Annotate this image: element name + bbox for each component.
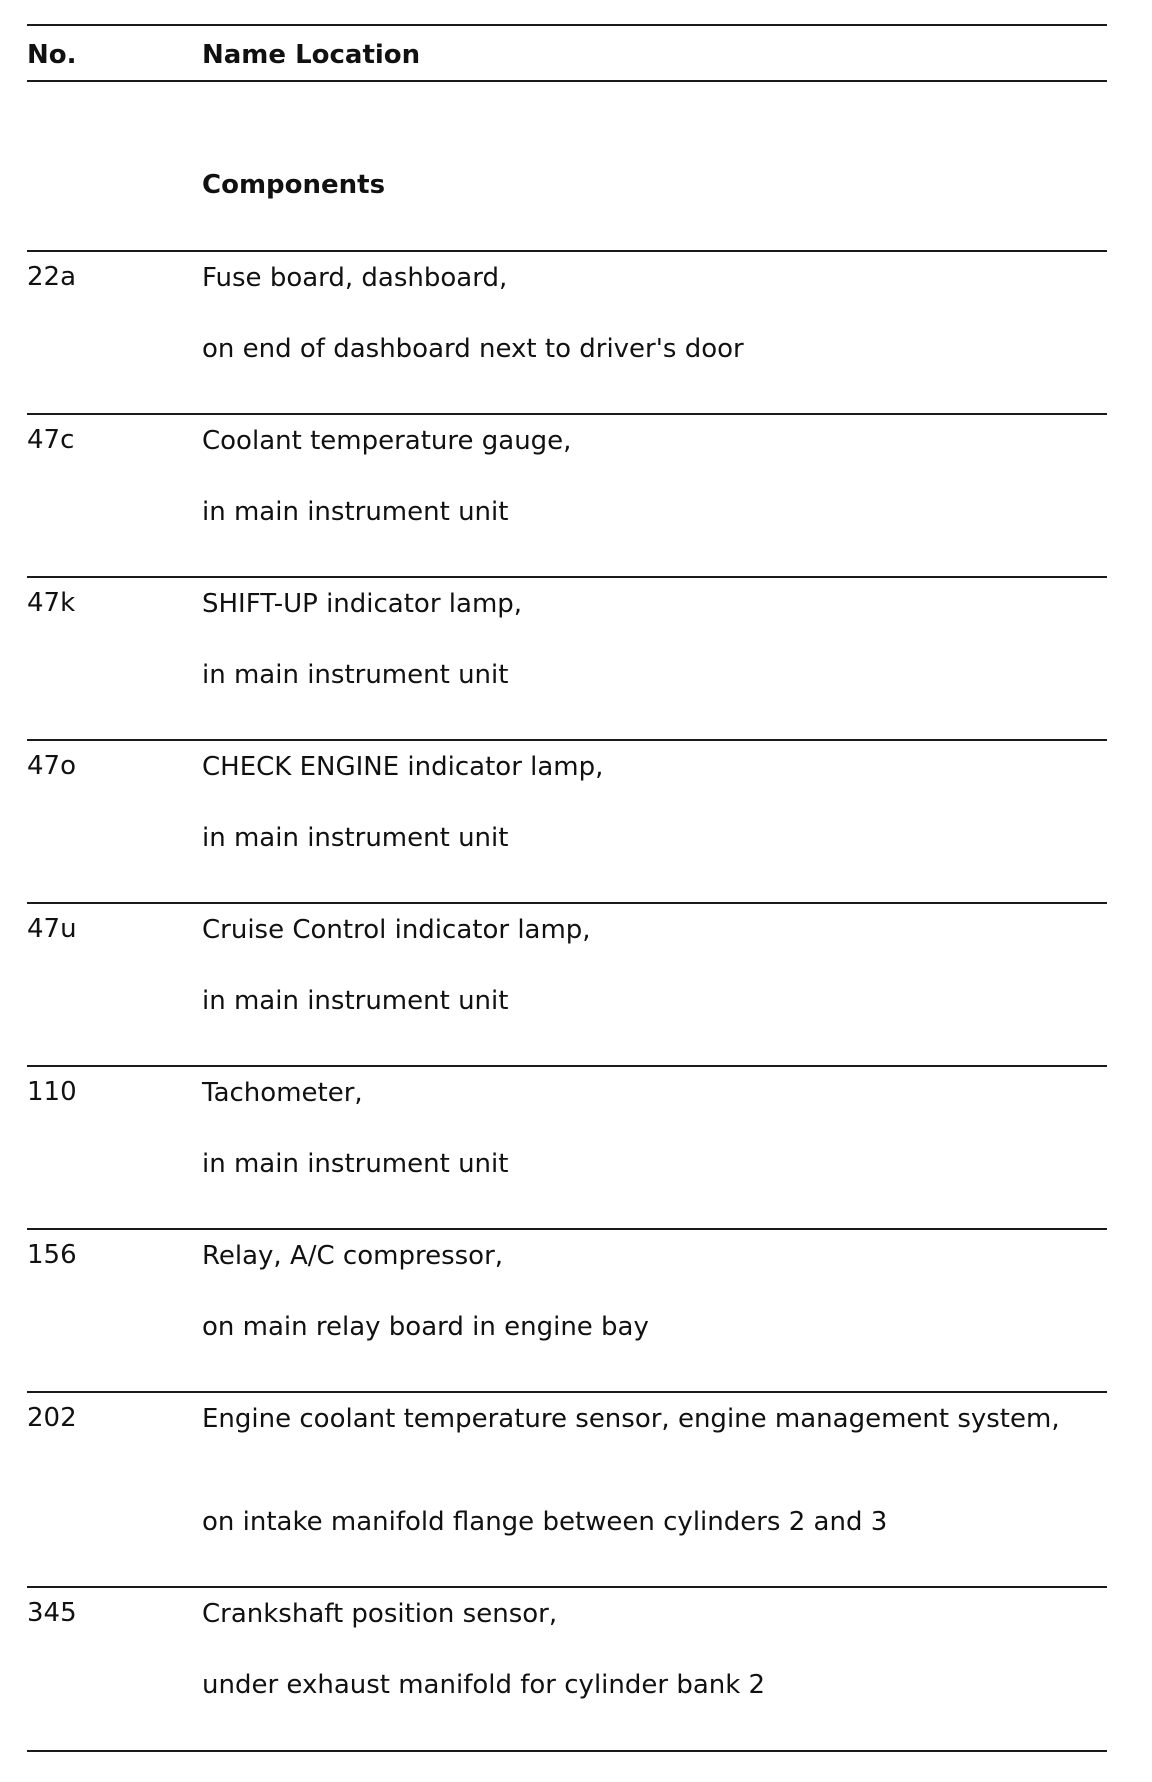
component-location: on intake manifold flange between cylind… [202, 1507, 888, 1537]
component-name: Cruise Control indicator lamp, [202, 915, 591, 945]
component-name: Crankshaft position sensor, [202, 1599, 558, 1629]
top-rule [27, 24, 1107, 26]
component-number: 47c [27, 425, 75, 455]
component-name: Engine coolant temperature sensor, engin… [202, 1404, 1060, 1434]
component-name: Tachometer, [202, 1078, 363, 1108]
bottom-rule [27, 1750, 1107, 1752]
header-rule [27, 80, 1107, 82]
section-rule [27, 250, 1107, 252]
component-location: in main instrument unit [202, 823, 509, 853]
component-location: in main instrument unit [202, 660, 509, 690]
component-number: 47o [27, 751, 76, 781]
row-divider [27, 1391, 1107, 1393]
component-number: 345 [27, 1598, 77, 1628]
component-location: under exhaust manifold for cylinder bank… [202, 1670, 766, 1700]
component-name: Fuse board, dashboard, [202, 263, 508, 293]
column-header-name-location: Name Location [202, 40, 421, 70]
section-title: Components [202, 170, 386, 200]
component-number: 22a [27, 262, 77, 292]
component-number: 110 [27, 1077, 77, 1107]
components-table: No. Name Location Components 22a Fuse bo… [27, 0, 1107, 1782]
component-location: on main relay board in engine bay [202, 1312, 649, 1342]
component-location: in main instrument unit [202, 497, 509, 527]
row-divider [27, 739, 1107, 741]
component-location: on end of dashboard next to driver's doo… [202, 334, 744, 364]
row-divider [27, 1228, 1107, 1230]
component-name: SHIFT-UP indicator lamp, [202, 589, 523, 619]
row-divider [27, 413, 1107, 415]
row-divider [27, 902, 1107, 904]
component-number: 47k [27, 588, 76, 618]
component-name: Relay, A/C compressor, [202, 1241, 504, 1271]
row-divider [27, 1065, 1107, 1067]
row-divider [27, 576, 1107, 578]
component-name: Coolant temperature gauge, [202, 426, 572, 456]
component-name: CHECK ENGINE indicator lamp, [202, 752, 604, 782]
component-number: 47u [27, 914, 77, 944]
column-header-no: No. [27, 40, 77, 70]
row-divider [27, 1586, 1107, 1588]
component-location: in main instrument unit [202, 986, 509, 1016]
component-number: 156 [27, 1240, 77, 1270]
component-number: 202 [27, 1403, 77, 1433]
component-location: in main instrument unit [202, 1149, 509, 1179]
